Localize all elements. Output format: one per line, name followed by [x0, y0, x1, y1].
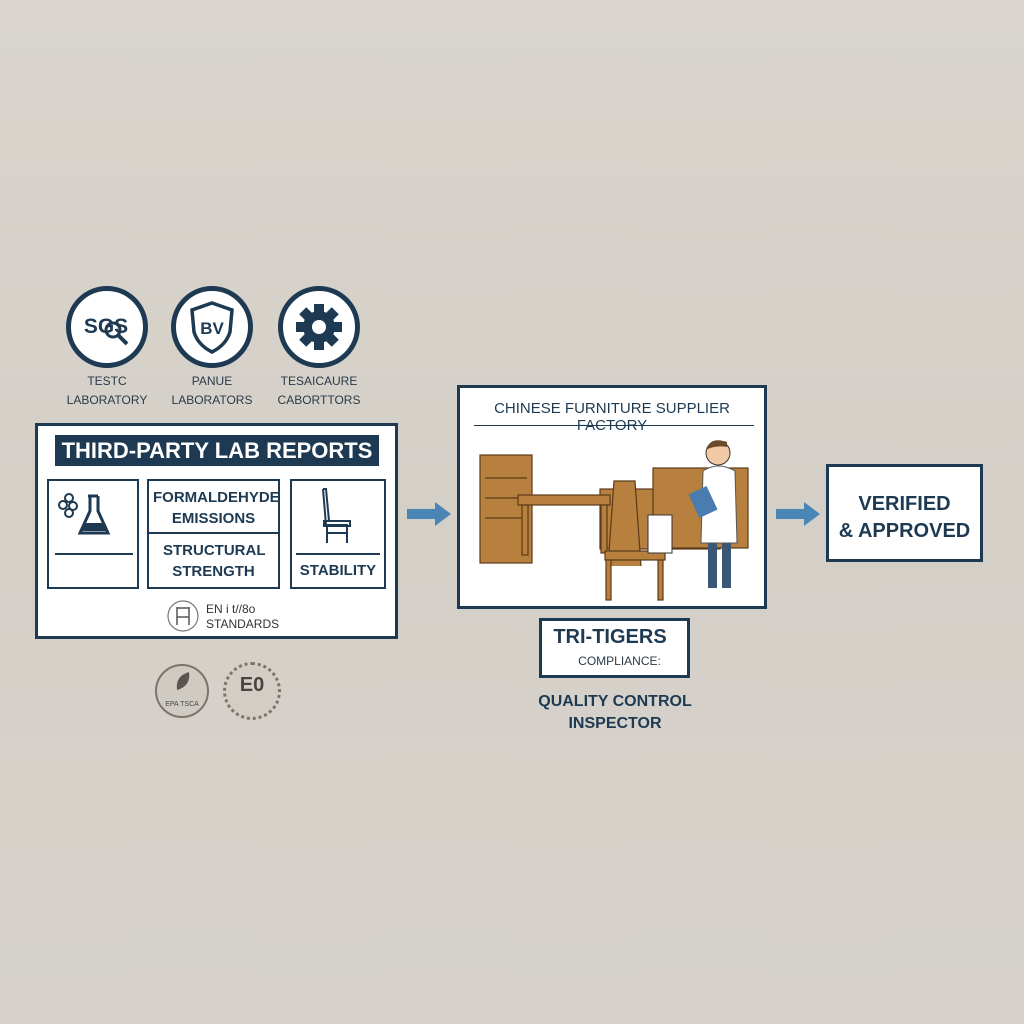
- divider: [474, 425, 754, 426]
- en-standards-icon: [167, 600, 199, 632]
- compliance-subtitle: COMPLIANCE:: [578, 654, 661, 668]
- arrow-right-icon: [407, 502, 451, 526]
- qc-label-line1: QUALITY CONTROL: [538, 693, 692, 710]
- standards-code: EN i t//8o: [206, 602, 256, 616]
- stability-card: STABILITY: [290, 479, 386, 589]
- approved-text: & APPROVED: [838, 520, 971, 542]
- verified-approved-box: VERIFIED & APPROVED: [826, 464, 983, 562]
- verified-text: VERIFIED: [858, 493, 951, 515]
- qc-inspector-label: QUALITY CONTROL INSPECTOR: [520, 691, 710, 735]
- divider: [55, 553, 133, 555]
- standards-label: STANDARDS: [206, 617, 280, 631]
- arrow-right-icon: [776, 502, 820, 526]
- leaf-seal-icon: [176, 672, 190, 690]
- bv-shield-icon: BV: [190, 301, 234, 354]
- structural-label: STRUCTURAL STRENGTH: [163, 542, 266, 580]
- sgs-magnifier-icon: SGS: [84, 315, 129, 346]
- e0-seal-icon: E0: [239, 674, 265, 696]
- svg-text:BV: BV: [200, 319, 224, 338]
- qc-label-line2: INSPECTOR: [568, 715, 662, 732]
- lab-reports-title: THIRD-PARTY LAB REPORTS: [55, 435, 379, 466]
- chair-icon: [322, 488, 351, 543]
- test-tag-icon: [647, 514, 673, 554]
- lab-label-line: CABORTTORS: [277, 393, 361, 407]
- factory-illustration: [479, 440, 749, 601]
- e0-seal: E0: [223, 662, 281, 720]
- factory-panel: CHINESE FURNITURE SUPPLIER FACTORY: [457, 385, 767, 609]
- divider: [296, 553, 380, 555]
- factory-title: CHINESE FURNITURE SUPPLIER FACTORY: [494, 400, 730, 434]
- seal-text: EPA TSCA: [165, 701, 199, 708]
- tri-tigers-title: TRI-TIGERS: [553, 626, 667, 648]
- lab-label-line: TESAICAURE: [280, 374, 358, 388]
- sgs-logo: SGS: [66, 286, 148, 368]
- flask-icon: [58, 493, 111, 535]
- chemical-test-card: [47, 479, 139, 589]
- inspector-icon: [688, 440, 738, 588]
- gear-logo: [278, 286, 360, 368]
- stability-label: STABILITY: [299, 562, 377, 579]
- lab-label-line: LABORATORY: [66, 393, 148, 407]
- standards-text: EN i t//8o STANDARDS: [206, 602, 279, 632]
- formaldehyde-label: FORMALDEHYDE EMISSIONS: [153, 489, 280, 527]
- chair-icon: [607, 480, 642, 567]
- divider: [149, 532, 278, 534]
- lab-label-2: PANUE LABORATORS: [152, 372, 272, 410]
- tri-tigers-compliance-box: TRI-TIGERS COMPLIANCE:: [539, 618, 690, 678]
- lab-label-line: TESTC: [87, 374, 127, 388]
- lab-label-line: PANUE: [191, 374, 233, 388]
- lab-label-line: LABORATORS: [171, 393, 253, 407]
- lab-label-1: TESTC LABORATORY: [47, 372, 167, 410]
- bv-logo: BV: [171, 286, 253, 368]
- lab-reports-panel: THIRD-PARTY LAB REPORTS FORMALDEHYDE EMI…: [35, 423, 398, 639]
- lab-label-3: TESAICAURE CABORTTORS: [259, 372, 379, 410]
- epa-tsca-seal: EPA TSCA: [155, 664, 209, 718]
- gear-icon: [296, 304, 342, 350]
- table-icon: [517, 494, 611, 506]
- tests-card: FORMALDEHYDE EMISSIONS STRUCTURAL STRENG…: [147, 479, 280, 589]
